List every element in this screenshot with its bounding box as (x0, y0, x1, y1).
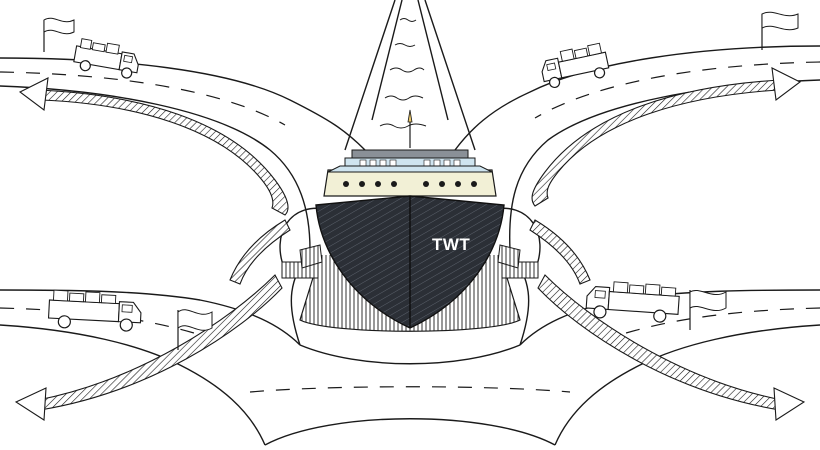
truck-top-left (73, 38, 141, 80)
ship-name-label: TWT (432, 235, 470, 254)
truck-top-right (539, 42, 611, 89)
flag-top-right (762, 12, 798, 50)
truck-bottom-left (48, 290, 142, 332)
cargo-truck-icon (586, 280, 680, 323)
cargo-truck-icon (73, 38, 141, 80)
truck-bottom-right (586, 280, 680, 323)
cargo-truck-icon (48, 290, 142, 332)
flag-icon (690, 290, 726, 330)
flag-bottom-right (690, 290, 726, 330)
flag-icon (44, 18, 74, 52)
cargo-truck-icon (539, 42, 611, 89)
flag-icon (762, 12, 798, 50)
channel-water (380, 19, 426, 129)
flag-top-left (44, 18, 74, 52)
